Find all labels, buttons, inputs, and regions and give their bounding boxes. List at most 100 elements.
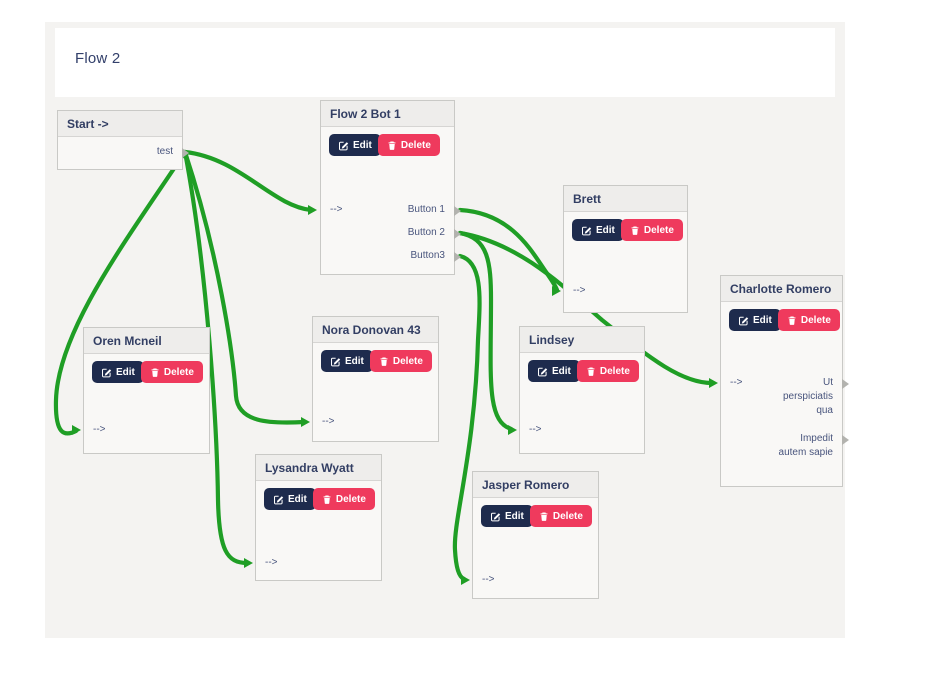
output-port-flow2bot1-0[interactable] [454,206,461,216]
delete-button-label: Delete [163,366,194,378]
pencil-square-icon [101,368,112,377]
trash-icon [380,357,388,366]
node-title: Jasper Romero [473,472,598,498]
node-title: Nora Donovan 43 [313,317,438,343]
input-label: --> [265,557,278,568]
edit-button[interactable]: Edit [329,134,381,156]
delete-button-label: Delete [400,139,431,151]
node-flow2bot1[interactable]: Flow 2 Bot 1 Edit Delete --> Button 1 Button … [320,100,461,275]
delete-button-label: Delete [335,493,366,505]
trash-icon [388,141,396,150]
node-title: Oren Mcneil [84,328,209,354]
trash-icon [788,316,796,325]
node-button-row: Edit Delete [329,134,440,156]
page-title: Flow 2 [75,50,121,67]
node-button-row: Edit Delete [321,350,432,372]
delete-button-label: Delete [643,224,674,236]
trash-icon [323,495,331,504]
input-label: --> [322,416,335,427]
pencil-square-icon [490,512,501,521]
edit-button-label: Edit [353,139,372,151]
delete-button[interactable]: Delete [576,360,639,382]
edit-button-label: Edit [345,355,364,367]
pencil-square-icon [330,357,341,366]
node-button-row: Edit Delete [528,360,639,382]
delete-button[interactable]: Delete [369,350,432,372]
pencil-square-icon [273,495,284,504]
pencil-square-icon [537,367,548,376]
edit-button-label: Edit [116,366,135,378]
node-start[interactable]: Start -> test [57,110,189,170]
edit-button[interactable]: Edit [528,360,580,382]
delete-button-label: Delete [392,355,423,367]
delete-button[interactable]: Delete [529,505,592,527]
node-button-row: Edit Delete [481,505,592,527]
flow-edge-start-test-to-nora-input[interactable] [182,149,307,425]
output-port-flow2bot1-2[interactable] [454,252,461,262]
delete-button-label: Delete [599,365,630,377]
node-button-row: Edit Delete [729,309,840,331]
flow-edge-flow2bot1-button2-to-charlotte-input[interactable] [457,230,715,386]
output-label: Button3 [410,250,445,261]
edit-button[interactable]: Edit [92,361,144,383]
output-label: Impedit autem sapie [778,433,833,458]
flow-edge-flow2bot1-button3-to-jasper-input[interactable] [452,253,482,582]
pencil-square-icon [581,226,592,235]
output-label: Button 2 [407,227,445,238]
input-label: --> [730,377,743,388]
input-label: --> [482,574,495,585]
node-nora[interactable]: Nora Donovan 43 Edit Delete --> [312,316,439,442]
node-button-row: Edit Delete [264,488,375,510]
node-title: Lysandra Wyatt [256,455,381,481]
pencil-square-icon [338,141,349,150]
edit-button-label: Edit [596,224,615,236]
node-title: Charlotte Romero [721,276,842,302]
delete-button[interactable]: Delete [140,361,203,383]
flow-edge-start-test-to-flow2bot1-input[interactable] [182,149,314,213]
output-label: Button 1 [407,204,445,215]
output-port-charlotte-0[interactable] [842,379,849,389]
input-label: --> [330,204,343,215]
edit-button-label: Edit [753,314,772,326]
delete-button-label: Delete [552,510,583,522]
edit-button-label: Edit [288,493,307,505]
edit-button[interactable]: Edit [729,309,781,331]
output-label: Ut perspiciatis qua [782,377,833,416]
output-port-flow2bot1-1[interactable] [454,229,461,239]
output-port-start-0[interactable] [182,148,189,158]
delete-button[interactable]: Delete [377,134,440,156]
node-title: Start -> [58,111,182,137]
edit-button[interactable]: Edit [572,219,624,241]
edit-button-label: Edit [505,510,524,522]
delete-button[interactable]: Delete [777,309,840,331]
flow-title-bar: Flow 2 [55,28,835,97]
flow-edge-flow2bot1-button2-to-lindsey-input[interactable] [457,230,514,432]
trash-icon [587,367,595,376]
node-title: Flow 2 Bot 1 [321,101,454,127]
delete-button[interactable]: Delete [620,219,683,241]
node-button-row: Edit Delete [572,219,683,241]
output-label: test [156,146,173,157]
pencil-square-icon [738,316,749,325]
output-port-charlotte-1[interactable] [842,435,849,445]
edit-button[interactable]: Edit [321,350,373,372]
node-title: Brett [564,186,687,212]
edit-button[interactable]: Edit [481,505,533,527]
flow-edge-start-test-to-oren-input[interactable] [53,149,188,436]
trash-icon [151,368,159,377]
edit-button[interactable]: Edit [264,488,316,510]
trash-icon [631,226,639,235]
node-button-row: Edit Delete [92,361,203,383]
input-label: --> [529,424,542,435]
input-label: --> [573,285,586,296]
flow-edge-start-test-to-lysandra-input[interactable] [182,149,250,566]
input-label: --> [93,424,106,435]
delete-button[interactable]: Delete [312,488,375,510]
